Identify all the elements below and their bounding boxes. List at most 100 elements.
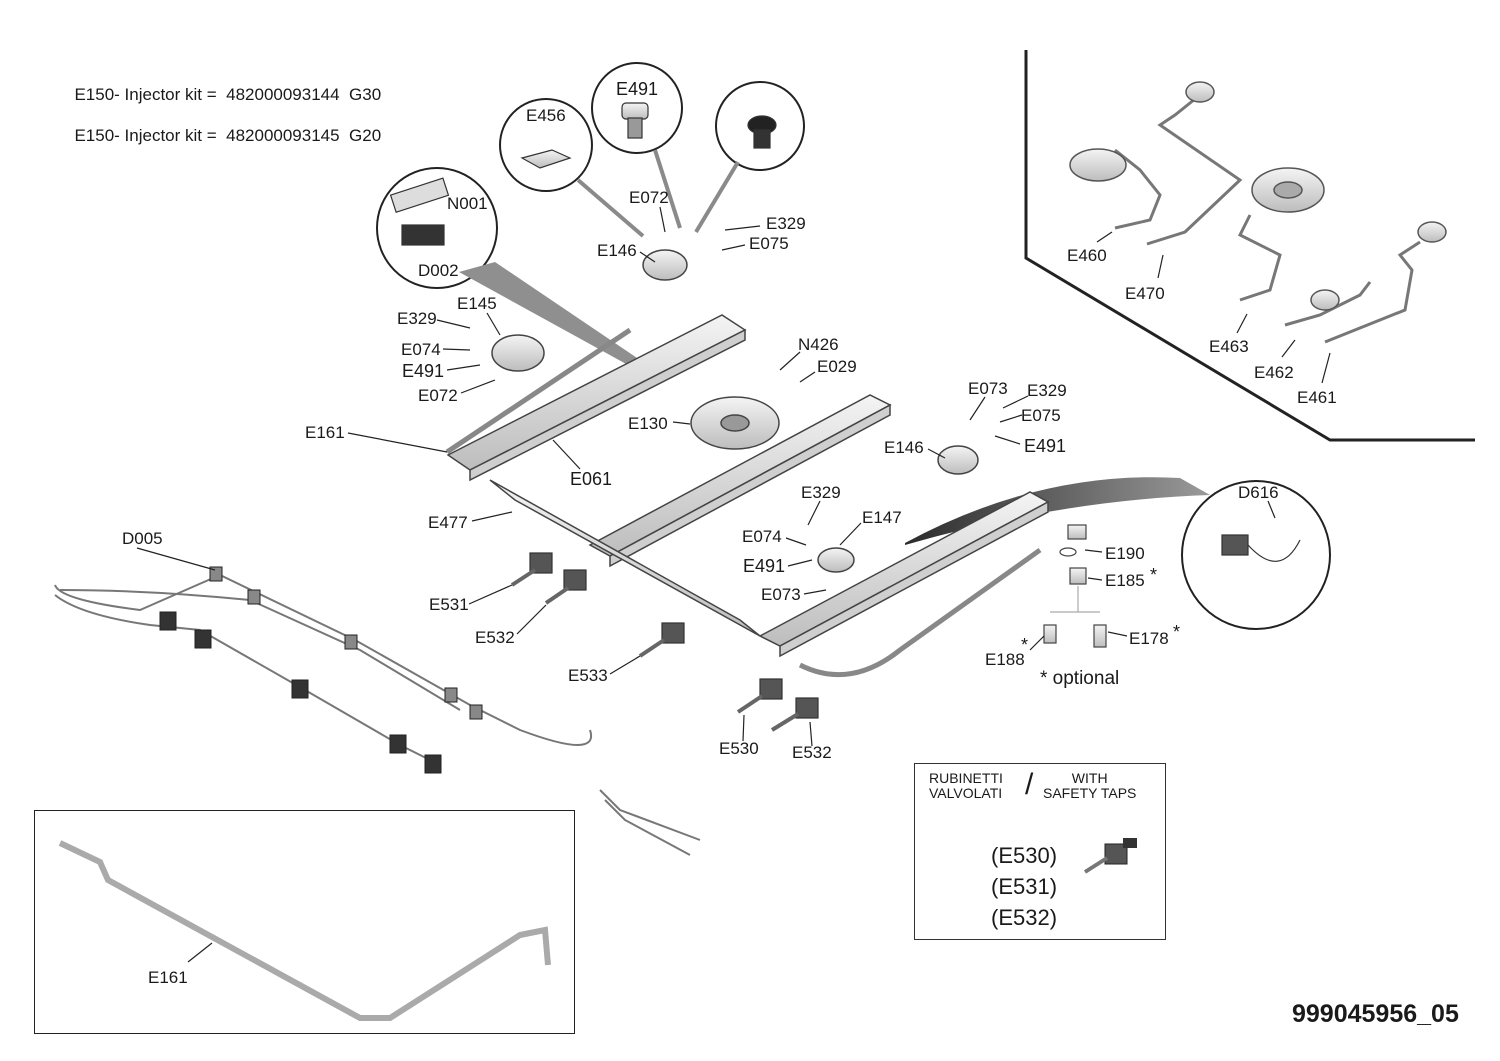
legend-slash: /: [1025, 768, 1034, 801]
safety-tap-icon: [1083, 838, 1137, 874]
inlet-fittings: [1043, 524, 1107, 648]
tap-e530: [759, 678, 783, 700]
label-e329-left: E329: [397, 309, 437, 328]
label-e491-top: E491: [616, 79, 658, 99]
legend-code-e530: (E530): [991, 843, 1058, 868]
label-e456: E456: [526, 106, 566, 125]
gas-taps: [510, 552, 819, 732]
label-e329-top: E329: [766, 214, 806, 233]
label-e532-right: E532: [792, 743, 832, 762]
label-e491-right: E491: [1024, 436, 1066, 456]
burners: [491, 249, 979, 573]
e161-pipe-inset-box: [34, 810, 575, 1034]
fitting-e185: [1069, 567, 1087, 585]
label-e072-left: E072: [418, 386, 458, 405]
label-e188: E188: [985, 650, 1025, 669]
legend-english-line-1: WITH: [1071, 770, 1108, 786]
document-number: 999045956_05: [1292, 1000, 1459, 1028]
label-n426: N426: [798, 335, 839, 354]
legend-codes: (E530) (E531) (E532): [991, 840, 1057, 933]
d616-sensor-part: [1221, 534, 1249, 556]
legend-italian-line-1: RUBINETTI: [929, 770, 1003, 786]
kit-prefix: E150- Injector kit =: [74, 85, 217, 104]
legend-english-line-2: SAFETY TAPS: [1043, 785, 1137, 801]
legend-english-text: WITH SAFETY TAPS: [1043, 771, 1136, 801]
tap-e532-right: [795, 697, 819, 719]
label-e073-mid: E073: [761, 585, 801, 604]
label-e061: E061: [570, 469, 612, 489]
label-e029: E029: [817, 357, 857, 376]
legend-code-e532: (E532): [991, 905, 1058, 930]
label-e130: E130: [628, 414, 668, 433]
label-e072-top: E072: [629, 188, 669, 207]
part-labels: E491 E456 N001 D002 E072 E329 E146 E075 …: [122, 79, 1337, 987]
tap-e533: [661, 622, 685, 644]
detail-circle-parts: [389, 102, 1301, 562]
kit-code: 482000093144: [226, 85, 340, 104]
label-e147: E147: [862, 508, 902, 527]
label-e530: E530: [719, 739, 759, 758]
detail-circle-e456: [499, 98, 593, 192]
ignition-module-callout-beam: [459, 262, 640, 365]
spare-wire-pair: [599, 789, 701, 856]
label-e533: E533: [568, 666, 608, 685]
safety-taps-legend: RUBINETTI VALVOLATI / WITH SAFETY TAPS (…: [914, 763, 1166, 940]
kit-prefix: E150- Injector kit =: [74, 126, 217, 145]
alternative-burner-inset: [1024, 50, 1475, 442]
label-e461: E461: [1297, 388, 1337, 407]
label-e532-left: E532: [475, 628, 515, 647]
burner-e146-top: [642, 249, 688, 281]
label-d002: D002: [418, 261, 459, 280]
injector-kit-line-g20: E150- Injector kit = 482000093145 G20: [65, 106, 381, 146]
detail-circle-d616: [1181, 480, 1331, 630]
label-e491-mid: E491: [743, 556, 785, 576]
kit-gas: G30: [349, 85, 382, 104]
harness-connectors: [159, 566, 483, 774]
label-e477: E477: [428, 513, 468, 532]
kit-gas: G20: [349, 126, 382, 145]
n001-board-part: [389, 177, 450, 213]
label-e463: E463: [1209, 337, 1249, 356]
label-e329-right: E329: [1027, 381, 1067, 400]
label-n001: N001: [447, 194, 488, 213]
d616-callout-beam: [905, 477, 1210, 545]
label-e145: E145: [457, 294, 497, 313]
label-e531: E531: [429, 595, 469, 614]
main-gas-pipe: [445, 327, 1042, 678]
e491-stem-part: [627, 117, 643, 139]
callout-arrows: [576, 149, 740, 238]
label-e190: E190: [1105, 544, 1145, 563]
label-e178: E178: [1129, 629, 1169, 648]
leader-lines: [136, 206, 1331, 963]
e456-clip-part: [520, 149, 572, 169]
fitting-e178: [1093, 624, 1107, 648]
legend-italian-text: RUBINETTI VALVOLATI: [929, 771, 1003, 801]
burner-e147: [817, 547, 855, 573]
label-e161-inset: E161: [148, 968, 188, 987]
tap-e531: [529, 552, 553, 574]
label-d616: D616: [1238, 483, 1279, 502]
label-e470: E470: [1125, 284, 1165, 303]
label-e074-left: E074: [401, 340, 441, 359]
fitting-e188: [1043, 624, 1057, 644]
inset-pipe-e161: [58, 840, 551, 1021]
wiring-harness-d005: [54, 573, 593, 761]
asterisk-e188: *: [1021, 635, 1028, 655]
optional-note: * optional: [1040, 668, 1120, 689]
burner-support-frame: [446, 314, 1050, 658]
label-e329-mid: E329: [801, 483, 841, 502]
e491-cap-part: [621, 102, 649, 120]
label-e146-right: E146: [884, 438, 924, 457]
fitting-e190: [1067, 524, 1087, 540]
label-e074-mid: E074: [742, 527, 782, 546]
label-e462: E462: [1254, 363, 1294, 382]
injector-kit-line-g30: E150- Injector kit = 482000093144 G30: [65, 65, 381, 105]
legend-code-e531: (E531): [991, 874, 1058, 899]
inset-gas-pipes: [1114, 93, 1421, 344]
d002-connector-part: [401, 224, 445, 246]
label-e146-top: E146: [597, 241, 637, 260]
burner-e146-right: [937, 445, 979, 475]
inset-burner-heads: [1069, 81, 1447, 311]
label-e185: E185: [1105, 571, 1145, 590]
